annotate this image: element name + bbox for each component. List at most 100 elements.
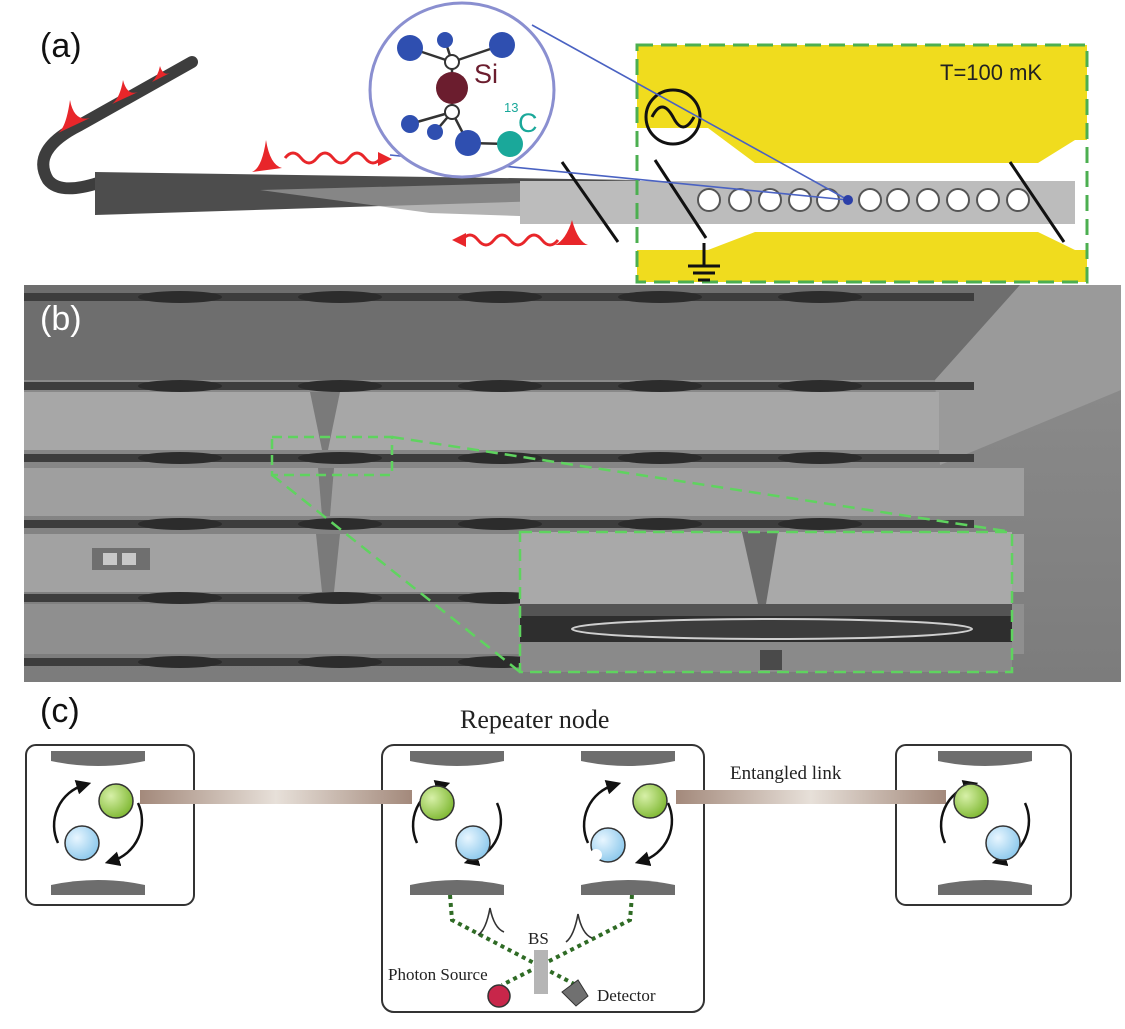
sem-upper-band bbox=[24, 285, 1020, 380]
sem-pad bbox=[92, 548, 150, 570]
detector-label: Detector bbox=[597, 986, 656, 1005]
carbon-atom bbox=[437, 32, 453, 48]
sem-waveguide-node bbox=[298, 380, 382, 392]
qubit-green bbox=[419, 785, 455, 821]
sem-waveguide-node bbox=[138, 452, 222, 464]
cavity bbox=[51, 751, 145, 895]
photonic-hole bbox=[858, 188, 882, 212]
sem-zoom-line-1 bbox=[391, 435, 1013, 534]
panel-b-label: (b) bbox=[40, 300, 82, 338]
sem-waveguide-node bbox=[618, 518, 702, 530]
cut-mark-3 bbox=[1008, 161, 1066, 243]
qubit-green bbox=[98, 783, 134, 819]
cycle-arrow-icon bbox=[582, 779, 622, 844]
sem-electrode-3 bbox=[316, 534, 340, 592]
temperature-label: T=100 mK bbox=[940, 60, 1042, 85]
cycle-arrow-icon bbox=[634, 802, 674, 867]
incoming-arrow bbox=[378, 152, 392, 166]
silicon-atom bbox=[436, 72, 468, 104]
qubit-blue bbox=[985, 825, 1021, 861]
qubit-blue bbox=[455, 825, 491, 861]
beam-splitter bbox=[534, 950, 548, 994]
carbon-atom bbox=[489, 32, 515, 58]
cavity-mirror-bottom bbox=[410, 880, 504, 895]
pulse-on-fiber-2 bbox=[112, 80, 138, 104]
photon-pulse-right bbox=[565, 913, 593, 943]
qubit-blue bbox=[64, 825, 100, 861]
photonic-hole bbox=[758, 188, 782, 212]
photonic-hole bbox=[916, 188, 940, 212]
pulse-on-fiber-3 bbox=[152, 66, 170, 82]
incoming-wave bbox=[283, 151, 383, 165]
sem-zoom-box bbox=[270, 435, 394, 477]
sem-waveguide-node bbox=[458, 452, 542, 464]
photon-source bbox=[487, 984, 511, 1008]
sem-electrode-1 bbox=[310, 392, 340, 450]
qubit-bite bbox=[590, 849, 602, 861]
panel-a-label: (a) bbox=[40, 27, 82, 65]
tapered-fiber-hook bbox=[37, 56, 198, 195]
cavity-mirror-bottom bbox=[51, 880, 145, 895]
sem-waveguide-node bbox=[618, 291, 702, 303]
sem-waveguide-node bbox=[618, 380, 702, 392]
entangled-link-left bbox=[140, 790, 412, 804]
c13-label: C bbox=[518, 108, 538, 138]
outgoing-pulse bbox=[555, 220, 588, 245]
carbon-atom bbox=[401, 115, 419, 133]
photonic-hole bbox=[788, 188, 812, 212]
cycle-arrow-icon bbox=[52, 779, 92, 844]
photonic-hole bbox=[886, 188, 910, 212]
top-electrode bbox=[637, 45, 1087, 163]
sem-waveguide-node bbox=[458, 291, 542, 303]
c13-mass-label: 13 bbox=[504, 100, 518, 115]
sem-pad-light bbox=[103, 553, 117, 565]
region-border bbox=[635, 43, 1089, 284]
panel-b: (b) bbox=[24, 285, 1121, 682]
vacancy-top bbox=[444, 54, 460, 70]
cavity bbox=[410, 751, 504, 895]
sem-waveguide-node bbox=[778, 380, 862, 392]
cryogenic-region: T=100 mK bbox=[635, 43, 1089, 284]
carbon-13-atom bbox=[497, 131, 523, 157]
sem-waveguide-node bbox=[778, 291, 862, 303]
end-node-right bbox=[895, 744, 1072, 906]
sem-electrode-2 bbox=[318, 468, 334, 516]
sem-waveguide-node bbox=[298, 291, 382, 303]
photonic-hole bbox=[1006, 188, 1030, 212]
sem-waveguide-node bbox=[778, 518, 862, 530]
panel-c: (c) Repeater node Entangled link BS Phot… bbox=[25, 692, 1072, 1013]
carbon-atom bbox=[397, 35, 423, 61]
sem-waveguide-node bbox=[138, 518, 222, 530]
sem-waveguide-node bbox=[138, 592, 222, 604]
sem-waveguide-node bbox=[298, 592, 382, 604]
sem-inset bbox=[518, 530, 1014, 674]
qubit-green bbox=[953, 783, 989, 819]
bottom-electrode bbox=[637, 232, 1087, 282]
emitter-dot bbox=[843, 195, 853, 205]
sine-wave bbox=[650, 105, 696, 129]
outgoing-wave bbox=[460, 233, 560, 247]
carbon-atom bbox=[455, 130, 481, 156]
microwave-source-icon bbox=[644, 88, 702, 146]
cycle-arrow-icon bbox=[104, 802, 144, 867]
photon-pulse-left bbox=[477, 907, 505, 936]
panel-a: (a) T=100 mK bbox=[37, 1, 1089, 284]
cavity-mirror-bottom bbox=[581, 880, 675, 895]
sem-waveguide-node bbox=[298, 518, 382, 530]
si-label: Si bbox=[474, 59, 498, 89]
photonic-hole bbox=[976, 188, 1000, 212]
cavity-mirror-top bbox=[581, 751, 675, 766]
sem-waveguide-node bbox=[138, 380, 222, 392]
qubit-green bbox=[632, 783, 668, 819]
panel-c-label: (c) bbox=[40, 692, 80, 730]
repeater-node-title: Repeater node bbox=[460, 705, 609, 734]
sem-waveguides bbox=[24, 291, 974, 668]
cut-mark-2 bbox=[653, 159, 708, 239]
cavity bbox=[938, 751, 1032, 895]
sem-waveguide-node bbox=[778, 452, 862, 464]
cavity-mirror-top bbox=[410, 751, 504, 766]
sem-slab-2 bbox=[24, 468, 1024, 516]
entangled-link-right bbox=[676, 790, 946, 804]
photonic-hole bbox=[697, 188, 721, 212]
